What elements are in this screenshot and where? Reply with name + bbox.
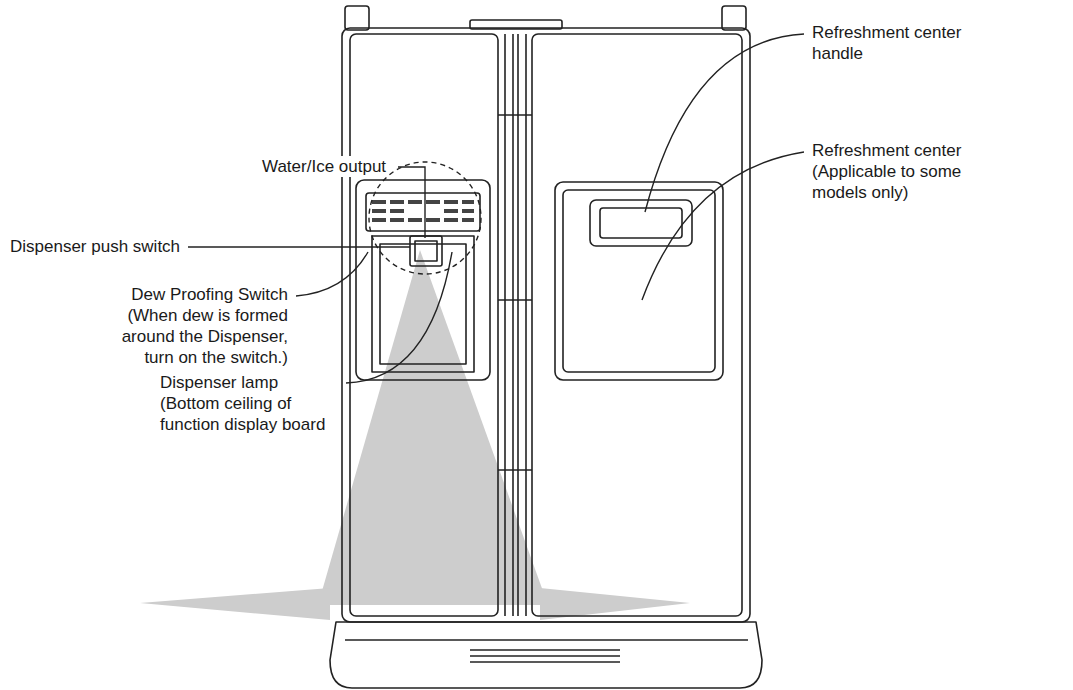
- leader-line: [398, 167, 425, 238]
- part-label: Refreshment center (Applicable to some m…: [812, 140, 988, 203]
- leader-line: [645, 34, 804, 212]
- part-label: Refreshment center handle: [812, 22, 980, 64]
- fridge-body: [330, 6, 762, 688]
- part-label: Dispenser push switch: [10, 236, 183, 257]
- leader-line: [188, 246, 410, 247]
- display-buttons: [372, 200, 474, 222]
- dashed-circle: [369, 162, 481, 274]
- part-label: Water/Ice output: [262, 156, 389, 177]
- part-label: Dew Proofing Switch (When dew is formed …: [121, 284, 288, 368]
- part-label: Dispenser lamp (Bottom ceiling of functi…: [160, 372, 327, 435]
- leader-line: [296, 252, 368, 296]
- leader-line: [642, 152, 804, 300]
- leader-line: [346, 252, 452, 383]
